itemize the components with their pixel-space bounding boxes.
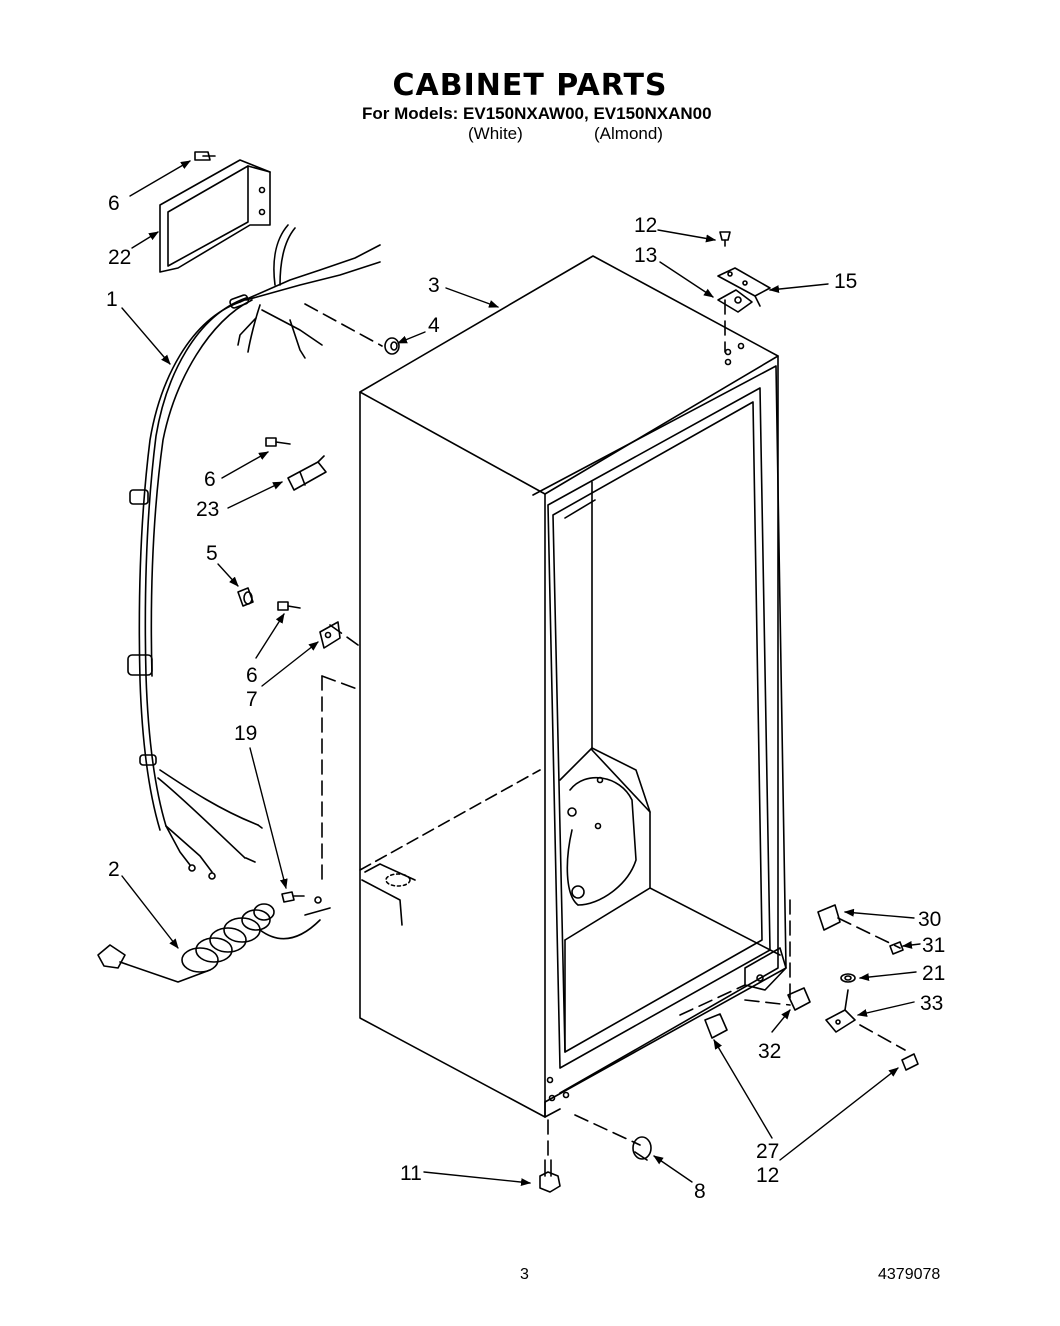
callout-6-low: 6 bbox=[246, 664, 258, 687]
cabinet-body bbox=[359, 255, 787, 1118]
callout-1: 1 bbox=[106, 288, 118, 311]
part-23-clip bbox=[287, 455, 327, 491]
callout-12-bottom: 12 bbox=[756, 1164, 779, 1187]
models-line: For Models: EV150NXAW00, EV150NXAN00 bbox=[362, 104, 712, 123]
callout-11: 11 bbox=[400, 1162, 422, 1185]
part-33-hinge bbox=[825, 989, 856, 1033]
callout-23: 23 bbox=[196, 498, 219, 521]
part-4-grommet bbox=[384, 337, 400, 355]
callout-3: 3 bbox=[428, 274, 440, 297]
page-number: 3 bbox=[520, 1266, 529, 1283]
callout-6: 6 bbox=[108, 192, 120, 215]
callout-arrows bbox=[121, 160, 921, 1187]
callout-8: 8 bbox=[694, 1180, 706, 1203]
part-6-screw-low bbox=[277, 601, 301, 611]
callout-labels: 6 22 1 3 4 12 13 15 6 23 5 6 7 19 2 30 3… bbox=[106, 192, 945, 1203]
variant-white: (White) bbox=[468, 124, 523, 143]
part-21-washer bbox=[840, 973, 856, 983]
part-30-cover bbox=[817, 904, 841, 931]
part-6-screw-mid bbox=[265, 437, 291, 447]
callout-7: 7 bbox=[246, 688, 258, 711]
callout-4: 4 bbox=[428, 314, 440, 337]
part-31-screw bbox=[889, 941, 904, 955]
callout-22: 22 bbox=[108, 246, 131, 269]
part-8-plug bbox=[632, 1136, 652, 1161]
callout-19: 19 bbox=[234, 722, 257, 745]
part-7-clamp bbox=[319, 621, 341, 649]
callout-6-mid: 6 bbox=[204, 468, 216, 491]
callout-30: 30 bbox=[918, 908, 941, 931]
part-number: 4379078 bbox=[878, 1266, 941, 1283]
variant-almond: (Almond) bbox=[594, 124, 663, 143]
part-19-screw bbox=[281, 891, 331, 916]
page-title: CABINET PARTS bbox=[392, 68, 668, 103]
part-11-leveling-leg bbox=[539, 1159, 561, 1193]
part-1-wire-harness bbox=[127, 224, 381, 880]
part-6-screw-top bbox=[194, 151, 216, 161]
callout-15: 15 bbox=[834, 270, 857, 293]
part-13-shim bbox=[717, 289, 753, 313]
callout-2: 2 bbox=[108, 858, 120, 881]
dashed-leaders bbox=[304, 299, 906, 1161]
callout-13: 13 bbox=[634, 244, 657, 267]
part-5-knob bbox=[237, 587, 254, 607]
part-2-power-cord bbox=[97, 903, 321, 983]
callout-27: 27 bbox=[756, 1140, 779, 1163]
part-12-screw-top bbox=[719, 231, 731, 247]
callout-31: 31 bbox=[922, 934, 945, 957]
part-22-bracket bbox=[159, 159, 271, 273]
callout-12: 12 bbox=[634, 214, 657, 237]
callout-33: 33 bbox=[920, 992, 943, 1015]
callout-32: 32 bbox=[758, 1040, 781, 1063]
callout-21: 21 bbox=[922, 962, 945, 985]
callout-5: 5 bbox=[206, 542, 218, 565]
part-32-spacer bbox=[787, 987, 811, 1011]
part-27-shim bbox=[704, 1013, 728, 1039]
part-12-screw-bottom bbox=[901, 1053, 919, 1071]
